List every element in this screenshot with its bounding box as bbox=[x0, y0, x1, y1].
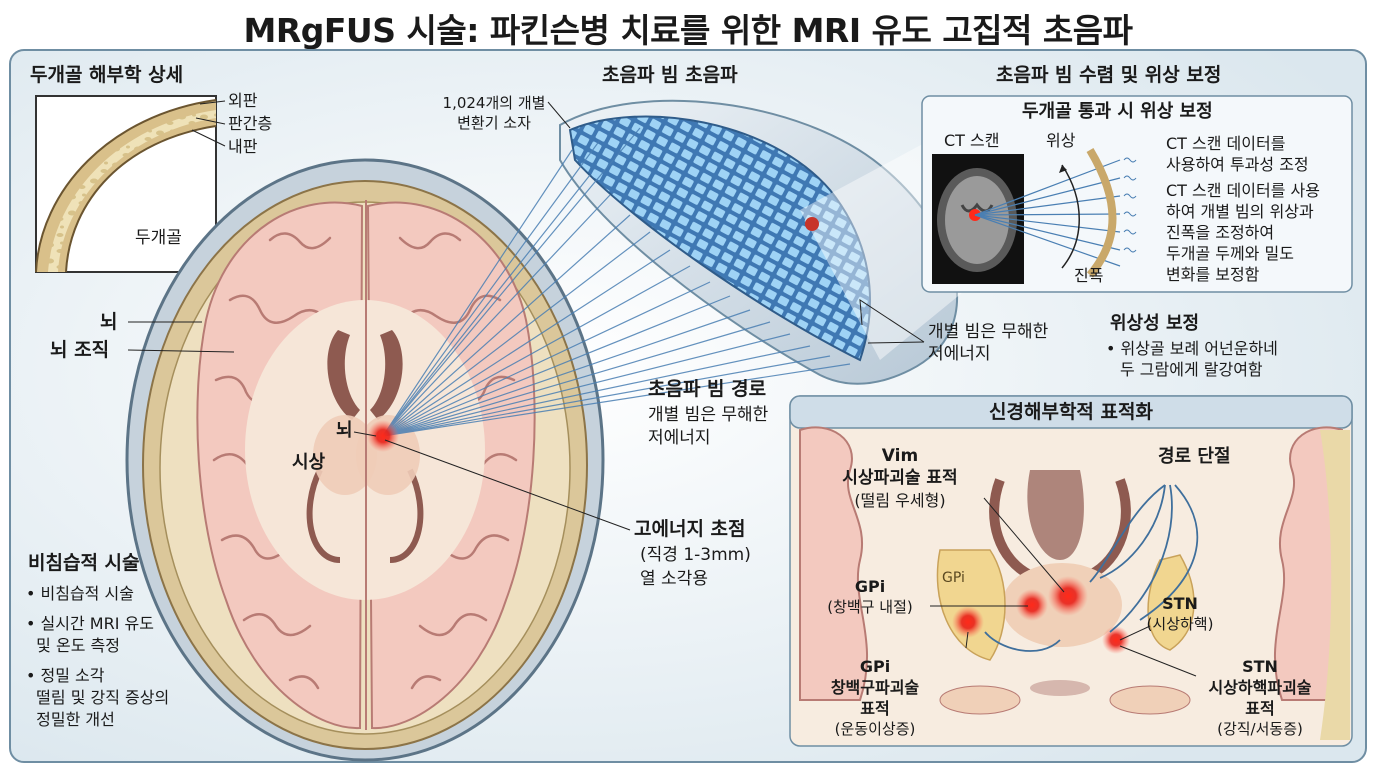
gpi2-label-b: 창백구파괴술 bbox=[830, 678, 920, 697]
neuro-heading: 신경해부학적 표적화 bbox=[989, 401, 1153, 423]
thalamus-label-b: 시상 bbox=[292, 452, 326, 473]
wavelets bbox=[1123, 157, 1137, 253]
pathway-arrows bbox=[984, 484, 1199, 652]
transducer-elements-a: 1,024개의 개별 bbox=[442, 94, 546, 112]
skull-label: 두개골 bbox=[135, 228, 182, 248]
gpi-inner-label: GPi bbox=[942, 570, 965, 586]
ct-scan-label: CT 스캔 bbox=[944, 131, 1000, 150]
leader-diploe bbox=[195, 117, 226, 125]
phase-desc: 사용하여 투과성 조정 bbox=[1166, 155, 1309, 174]
brain-tissue-label: 뇌 조직 bbox=[50, 339, 110, 361]
focus-line2: 열 소각용 bbox=[640, 569, 708, 589]
outer-table-label: 외판 bbox=[228, 91, 258, 110]
transducer-beams-b: 저에너지 bbox=[928, 344, 991, 364]
stn-label-a: STN bbox=[1162, 594, 1198, 613]
coronal-brain bbox=[799, 426, 1350, 740]
noninvasive-item: • 비침습적 시술 bbox=[26, 584, 134, 603]
stn-label-b: (시상하핵) bbox=[1146, 615, 1214, 633]
transducer-heading: 초음파 빔 초음파 bbox=[602, 64, 738, 86]
gpi-label-a: GPi bbox=[854, 577, 886, 596]
vim-label-a: Vim bbox=[881, 446, 919, 466]
page-title: MRgFUS 시술: 파킨슨병 치료를 위한 MRI 유도 고집적 초음파 bbox=[243, 11, 1133, 50]
brain-label: 뇌 bbox=[100, 311, 118, 333]
skull-arc bbox=[1086, 147, 1117, 278]
gpi2-label-d: (운동이상증) bbox=[834, 720, 916, 738]
neuro-header-bar bbox=[789, 395, 1353, 429]
gpi-target bbox=[952, 606, 984, 638]
neuro-leaders bbox=[930, 497, 1197, 677]
main-leaders bbox=[127, 101, 925, 531]
focus-point bbox=[367, 420, 399, 452]
focus-heading: 고에너지 초점 bbox=[634, 518, 746, 540]
phase-box-title: 두개골 통과 시 위상 보정 bbox=[1022, 101, 1213, 122]
gpi-label-b: (창백구 내절) bbox=[827, 598, 913, 616]
beam-path-line1: 개별 빔은 무해한 bbox=[648, 405, 769, 425]
leader-outer bbox=[199, 100, 226, 105]
gpi2-label-a: GPi bbox=[859, 657, 891, 676]
noninvasive-item: • 실시간 MRI 유도 bbox=[26, 614, 154, 633]
phase-heading: 초음파 빔 수렴 및 위상 보정 bbox=[996, 64, 1222, 86]
phase-corr-heading: 위상성 보정 bbox=[1110, 313, 1200, 334]
skull-cross-section bbox=[35, 99, 217, 273]
beam-path-line2: 저에너지 bbox=[648, 428, 711, 448]
phase-desc: 진폭을 조정하여 bbox=[1166, 223, 1275, 242]
noninvasive-item: 떨림 및 강직 증상의 bbox=[26, 688, 170, 707]
phase-corr-line1: • 위상골 보례 어넌운하네 bbox=[1106, 339, 1278, 358]
diploe-label: 판간층 bbox=[228, 114, 273, 133]
focus-line1: (직경 1-3mm) bbox=[640, 545, 751, 565]
phase-box bbox=[921, 95, 1353, 293]
noninvasive-item: • 정밀 소각 bbox=[26, 666, 105, 685]
phase-corr-line2: 두 그람에게 랄강여함 bbox=[1120, 360, 1263, 379]
stn2-label-d: (강직/서동증) bbox=[1217, 720, 1303, 738]
stn2-label-a: STN bbox=[1242, 657, 1278, 676]
vim-target bbox=[1048, 576, 1088, 616]
stn2-label-c: 표적 bbox=[1245, 699, 1275, 718]
stn-target bbox=[1102, 626, 1130, 654]
phase-arc bbox=[1061, 164, 1080, 269]
ct-scan-brain bbox=[937, 168, 1017, 272]
leader-inner bbox=[191, 129, 226, 147]
thalamus-label-a: 뇌 bbox=[336, 420, 353, 441]
phase-desc: 변화를 보정함 bbox=[1166, 265, 1260, 284]
pathway-label: 경로 단절 bbox=[1158, 446, 1231, 467]
beam-path-heading: 초음파 빔 경로 bbox=[648, 378, 767, 400]
phase-desc: CT 스캔 데이터를 사용 bbox=[1166, 181, 1320, 200]
vim-label-b: 시상파괴술 표적 bbox=[842, 468, 958, 488]
phase-desc: 하여 개별 빔의 위상과 bbox=[1166, 202, 1314, 221]
phase-label: 위상 bbox=[1046, 131, 1076, 150]
head-axial bbox=[125, 158, 605, 762]
beam-lines bbox=[382, 127, 851, 437]
gpi2-label-c: 표적 bbox=[860, 699, 890, 718]
noninvasive-heading: 비침습적 시술 bbox=[28, 552, 140, 574]
transducer-elements-b: 변환기 소자 bbox=[457, 114, 531, 132]
amplitude-label: 진폭 bbox=[1074, 266, 1104, 285]
vim-label-c: (떨림 우세형) bbox=[854, 491, 946, 510]
transducer-beams-a: 개별 빔은 무해한 bbox=[928, 322, 1049, 342]
skull-detail-heading: 두개골 해부학 상세 bbox=[30, 64, 184, 86]
inner-table-label: 내판 bbox=[228, 137, 258, 156]
gpi-target-center bbox=[1016, 589, 1048, 621]
noninvasive-item: 및 온도 측정 bbox=[26, 636, 120, 655]
noninvasive-item: 정밀한 개선 bbox=[26, 710, 115, 729]
phase-desc: 두개골 두께와 밀도 bbox=[1166, 244, 1294, 263]
phase-desc: CT 스캔 데이터를 bbox=[1166, 134, 1286, 153]
stn2-label-b: 시상하핵파괴술 bbox=[1208, 678, 1312, 697]
ct-beams bbox=[974, 159, 1121, 267]
